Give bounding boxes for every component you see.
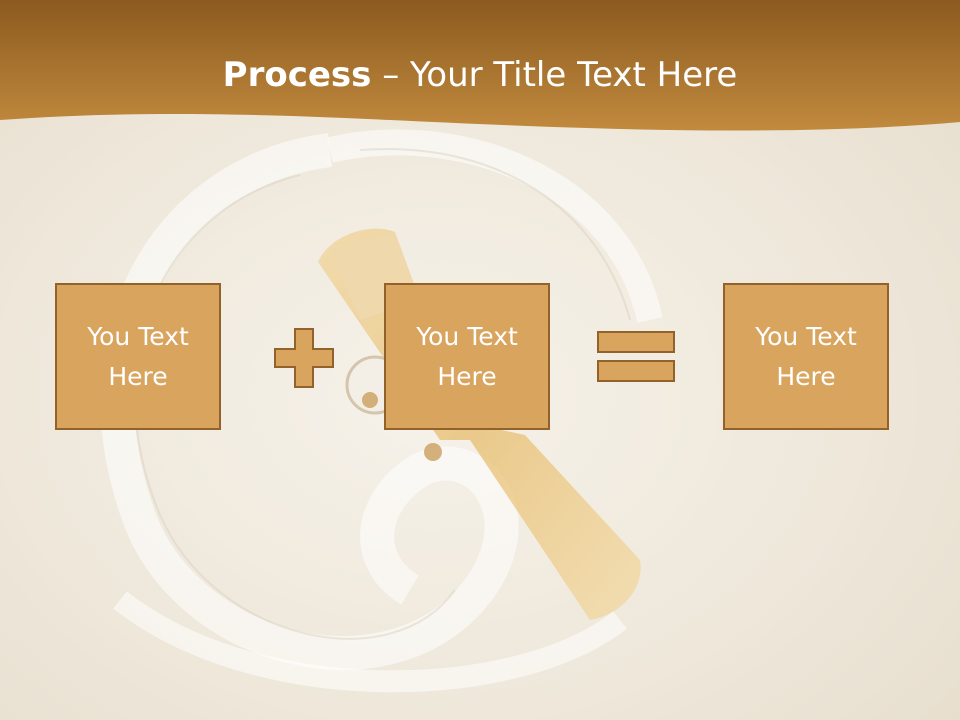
process-step-label-2: You Text Here: [416, 321, 518, 391]
slide-title: Process – Your Title Text Here: [0, 52, 960, 98]
plus-icon: [274, 328, 334, 388]
process-step-box-3[interactable]: You Text Here: [723, 283, 889, 430]
process-step-box-2[interactable]: You Text Here: [384, 283, 550, 430]
process-step-label-1: You Text Here: [87, 321, 189, 391]
title-separator: –: [371, 55, 411, 95]
equals-icon: [597, 331, 675, 382]
process-step-box-1[interactable]: You Text Here: [55, 283, 221, 430]
title-strong: Process: [222, 55, 372, 95]
process-step-label-3: You Text Here: [755, 321, 857, 391]
title-rest: Your Title Text Here: [410, 55, 738, 95]
